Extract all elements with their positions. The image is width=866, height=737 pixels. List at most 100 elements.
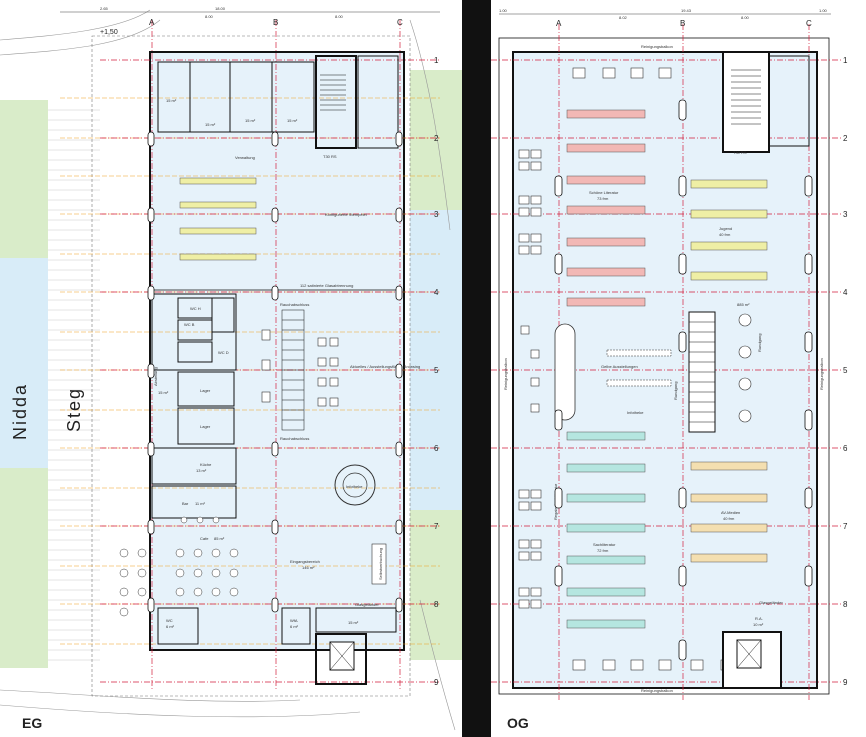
info-desk-inner bbox=[342, 472, 368, 498]
stair-core-top bbox=[722, 51, 770, 153]
bar-label: Bar bbox=[182, 501, 189, 506]
schoene-area: 73 frm bbox=[597, 196, 609, 201]
top-stair bbox=[320, 74, 346, 111]
grass-area-left bbox=[0, 100, 48, 258]
cafe-tables bbox=[119, 516, 239, 617]
lager-1-label: Lager bbox=[200, 388, 211, 393]
balcony-bottom-label: Reinigungsbalkon bbox=[641, 688, 673, 693]
stair-top-treads bbox=[731, 69, 761, 125]
shelf-row bbox=[690, 523, 768, 533]
schoene-literatur-label: Schöne Literatur bbox=[589, 190, 619, 195]
verwaltung-label: Verwaltung bbox=[235, 155, 255, 160]
glass-partition-label: 112 satinierte Glasabtrennung bbox=[300, 283, 353, 288]
aktuelles-label: Aktuelles / Ausstellungsfläche Browsing bbox=[350, 364, 420, 369]
grass-area-right-bottom bbox=[410, 510, 462, 660]
shelf-row bbox=[566, 555, 646, 565]
axis-row-6: 6 bbox=[843, 444, 848, 453]
t30rs-label: T30 RS bbox=[733, 150, 747, 155]
dim-4: 8.00 bbox=[741, 15, 750, 20]
shelf-row bbox=[566, 205, 646, 215]
shelf-row bbox=[566, 267, 646, 277]
ra-area: 10 m² bbox=[753, 622, 764, 627]
shelf-row bbox=[179, 227, 257, 235]
lager-rooms bbox=[151, 371, 237, 519]
structural-columns bbox=[554, 99, 813, 661]
wc-block bbox=[151, 293, 237, 371]
elevator-cross-2 bbox=[329, 641, 355, 671]
dim-1: 1.00 bbox=[499, 8, 508, 13]
abstell-label: Abstellung bbox=[153, 367, 158, 386]
red-axis-lines bbox=[491, 24, 841, 700]
dim-5: 1.00 bbox=[819, 8, 828, 13]
sachliteratur-label: Sachliteratur bbox=[593, 542, 616, 547]
site-road-curve-6 bbox=[419, 599, 456, 731]
selbstverbuchung-label: Selbstverbuchung bbox=[378, 548, 383, 580]
rauchabschluss-bottom: Rauchabschluss bbox=[280, 436, 309, 441]
river-area bbox=[0, 258, 48, 468]
site-boundary bbox=[91, 35, 411, 697]
balcony-left-label: Reinigungsbalkon bbox=[503, 358, 508, 390]
room-c-area: 15 m² bbox=[245, 118, 256, 123]
ground-shelves bbox=[179, 177, 257, 261]
structural-columns bbox=[147, 131, 403, 613]
river-area-right bbox=[410, 210, 462, 510]
sheet-label-eg: EG bbox=[22, 715, 42, 731]
shelf-row bbox=[566, 619, 646, 629]
axis-row-3: 3 bbox=[843, 210, 848, 219]
infotheke-label: Infotheke bbox=[627, 410, 644, 415]
shelf-row bbox=[179, 201, 257, 209]
wc-3-label: WC B bbox=[184, 322, 195, 327]
top-room-walls bbox=[157, 55, 399, 149]
wc-1-label: WC H bbox=[190, 306, 201, 311]
rundgang-label-right: Rundgang bbox=[757, 334, 762, 352]
jugend-area: 40 frm bbox=[719, 232, 731, 237]
site-road-curve-2 bbox=[0, 19, 161, 56]
cafe-area: 85 m² bbox=[214, 536, 225, 541]
shelf-row bbox=[690, 209, 768, 219]
ra-label: R.A. bbox=[755, 616, 763, 621]
av-medien-label: AV-Medien bbox=[721, 510, 740, 515]
t30rs-label: T30 RS bbox=[323, 154, 337, 159]
axis-row-8: 8 bbox=[434, 600, 439, 609]
ground-floor-sheet: 2.65 18.00 8.00 8.00 +1,50 A B C 1 2 3 4… bbox=[0, 6, 462, 731]
upper-floor-sheet: 1.00 19.43 8.02 8.00 1.00 A B bbox=[491, 0, 866, 737]
shelf-row bbox=[690, 241, 768, 251]
konzept-label: Konfigurierte Stempelei bbox=[325, 212, 367, 217]
kueche-label: Küche bbox=[200, 462, 212, 467]
building-floor bbox=[149, 51, 405, 651]
shelf-row bbox=[566, 493, 646, 503]
axis-row-6: 6 bbox=[434, 444, 439, 453]
reading-tables-left bbox=[518, 149, 542, 609]
ground-floor-plan: 2.65 18.00 8.00 8.00 +1,50 A B C 1 2 3 4… bbox=[0, 6, 462, 731]
axis-col-b: B bbox=[680, 19, 685, 28]
room-b-area: 15 m² bbox=[205, 122, 216, 127]
shelf-row bbox=[566, 237, 646, 247]
main-area: 885 m² bbox=[737, 302, 750, 307]
row-axis-labels: 1 2 3 4 5 6 7 8 9 bbox=[434, 56, 439, 687]
kueche-area: 13 m² bbox=[196, 468, 207, 473]
jugend-label: Jugend bbox=[719, 226, 732, 231]
dim-2: 18.00 bbox=[215, 6, 226, 11]
dim-3: 8.00 bbox=[205, 14, 214, 19]
axis-row-7: 7 bbox=[434, 522, 439, 531]
balcony-top-label: Reinigungsbalkon bbox=[641, 44, 673, 49]
site-road-curve bbox=[0, 9, 151, 41]
shelf-row bbox=[690, 553, 768, 563]
selfcheck-desk bbox=[371, 543, 387, 585]
bar-area: 11 m² bbox=[195, 501, 206, 506]
rauchabschluss-top: Rauchabschluss bbox=[280, 302, 309, 307]
shelf-row bbox=[179, 253, 257, 261]
browsing-tables bbox=[261, 329, 339, 407]
lager-2-label: Lager bbox=[200, 424, 211, 429]
bottom-rooms bbox=[157, 607, 397, 685]
gelbe-ausstellungen-label: Gelbe Ausstellungen bbox=[601, 364, 638, 369]
elevator-cross-2 bbox=[736, 639, 762, 669]
row-axis-labels: 1 2 3 4 5 6 7 8 9 bbox=[843, 56, 848, 687]
glasgelaender-label: Glasgeländer bbox=[759, 600, 783, 605]
infotheke-label: Infotheke bbox=[346, 484, 363, 489]
study-pods bbox=[738, 313, 752, 423]
shelf-row bbox=[566, 175, 646, 185]
av-area: 40 frm bbox=[723, 516, 735, 521]
dim-1: 2.65 bbox=[100, 6, 109, 11]
